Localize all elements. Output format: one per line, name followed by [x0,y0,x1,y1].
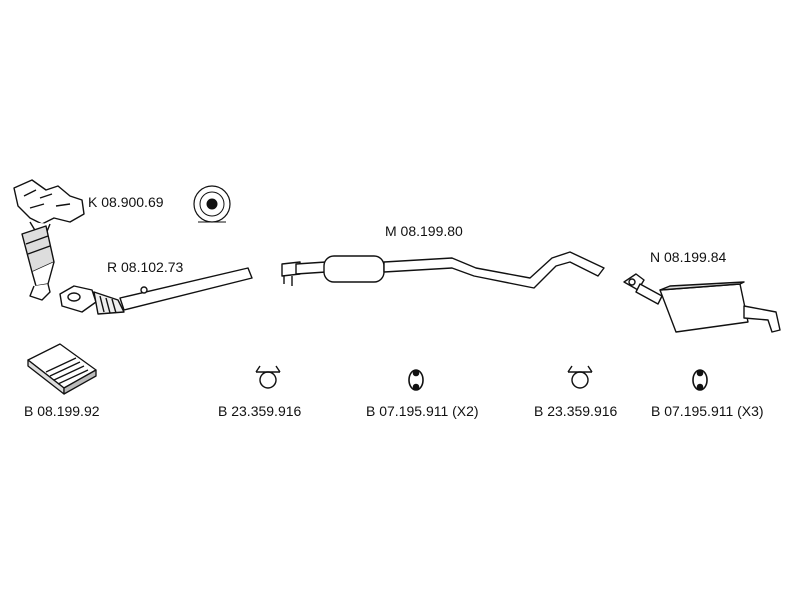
middle-silencer-icon [281,251,605,289]
accessory-label-rubber-mount-middle: B 07.195.911 (X2) [366,403,479,419]
rubber-hanger-icon [408,369,424,391]
catalytic-converter-icon [13,179,85,301]
accessory-label-rubber-mount-rear: B 07.195.911 (X3) [651,403,764,419]
approval-seal-icon [193,185,231,223]
part-label-catalytic-converter: K 08.900.69 [88,194,164,210]
mounting-kit-box-icon [27,343,97,395]
part-label-rear-silencer: N 08.199.84 [650,249,727,265]
accessory-label-mounting-kit: B 08.199.92 [24,403,100,419]
front-pipe-icon [59,267,253,315]
pipe-clamp-icon [567,365,593,389]
rear-silencer-icon [623,273,781,333]
accessory-label-clamp-front: B 23.359.916 [218,403,302,419]
pipe-clamp-icon [255,365,281,389]
part-label-middle-silencer: M 08.199.80 [385,223,463,239]
rubber-hanger-icon [692,369,708,391]
accessory-label-clamp-rear: B 23.359.916 [534,403,618,419]
part-label-front-pipe: R 08.102.73 [107,259,184,275]
